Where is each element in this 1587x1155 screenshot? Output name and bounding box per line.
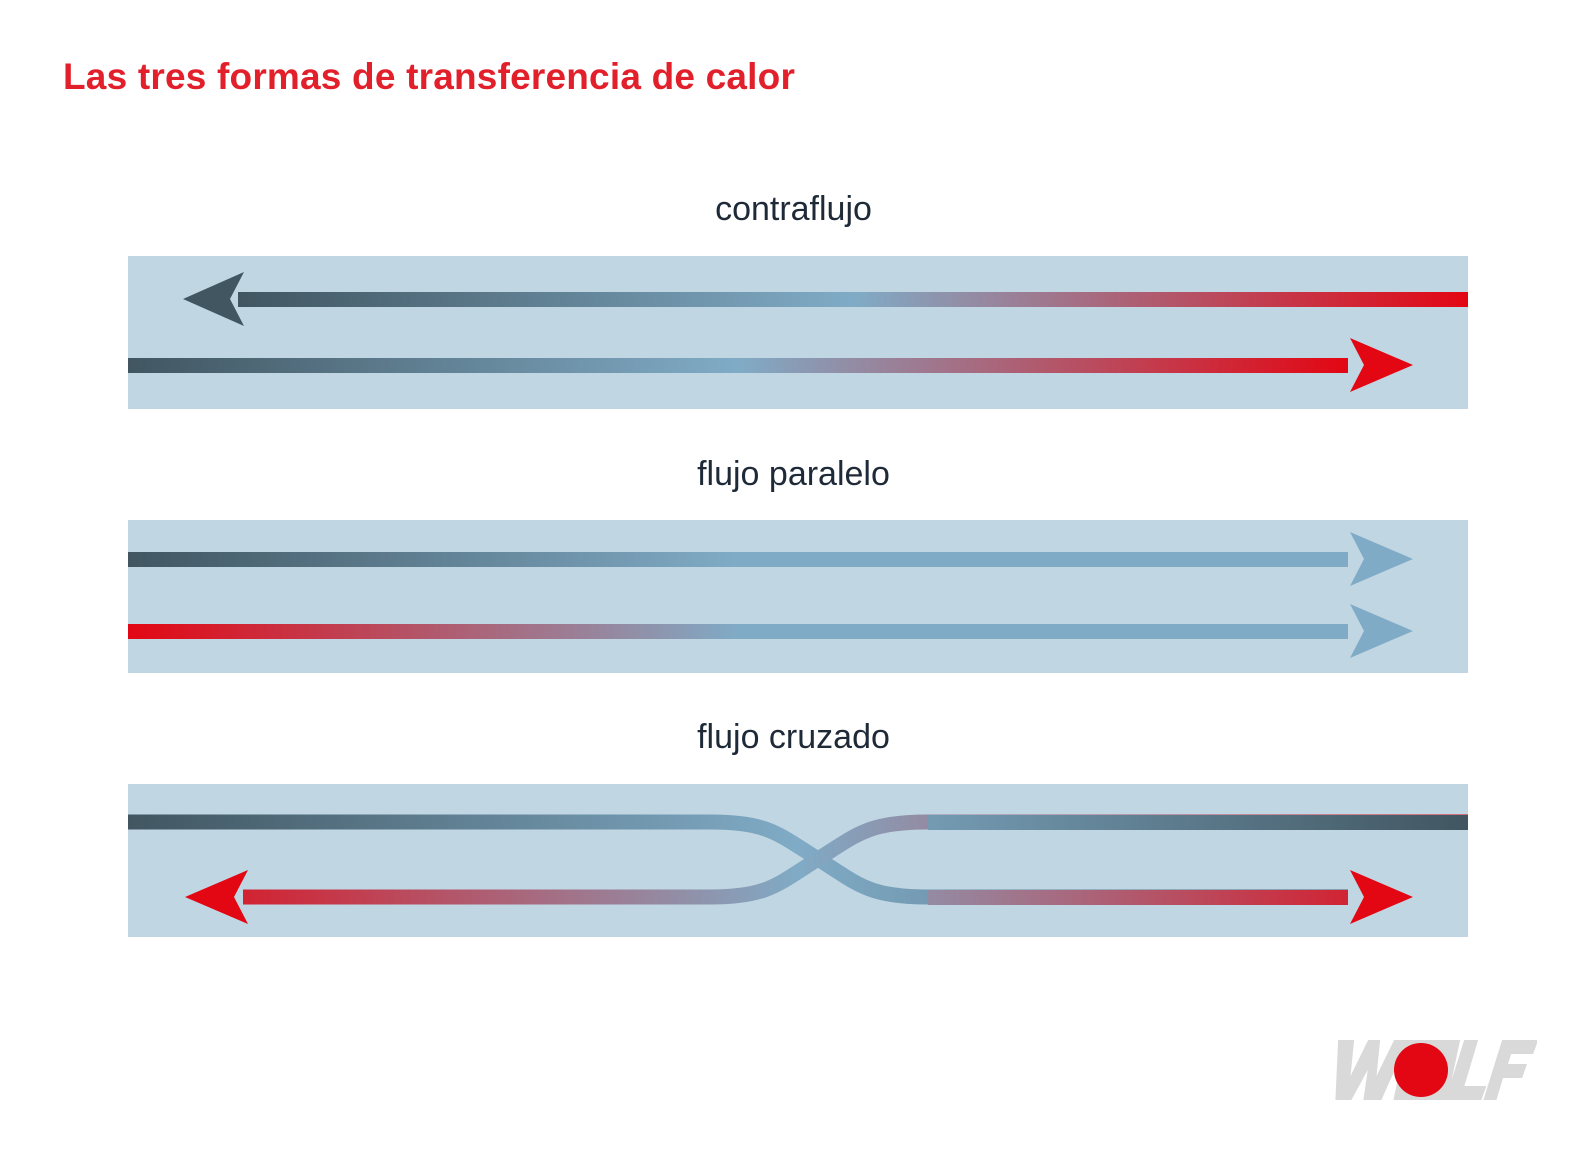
- counterflow-diagram: [128, 256, 1468, 409]
- crossflow-panel: [128, 784, 1468, 937]
- crossflow-background: [128, 784, 1468, 937]
- wolf-logo-mark: [1335, 1040, 1537, 1100]
- parallel-arrow-top: [128, 532, 1413, 586]
- page-title: Las tres formas de transferencia de calo…: [63, 56, 796, 97]
- counterflow-background: [128, 256, 1468, 409]
- parallel-diagram: [128, 520, 1468, 673]
- crossflow-diagram: [128, 784, 1468, 937]
- parallel-background: [128, 520, 1468, 673]
- wolf-logo: [1325, 1036, 1537, 1104]
- section-label-parallel: flujo paralelo: [697, 455, 890, 493]
- counterflow-panel: [128, 256, 1468, 409]
- section-label-counterflow: contraflujo: [715, 190, 872, 228]
- crossflow-stream-hot: [243, 814, 1468, 905]
- parallel-arrow-bottom: [128, 604, 1413, 658]
- counterflow-arrow-left: [183, 272, 1468, 326]
- section-label-crossflow: flujo cruzado: [697, 718, 890, 756]
- counterflow-arrow-right: [128, 338, 1413, 392]
- wolf-logo-dot: [1394, 1043, 1448, 1097]
- crossflow-arrowhead-left: [185, 870, 248, 924]
- crossflow-arrowhead-right: [1350, 870, 1413, 924]
- parallel-panel: [128, 520, 1468, 673]
